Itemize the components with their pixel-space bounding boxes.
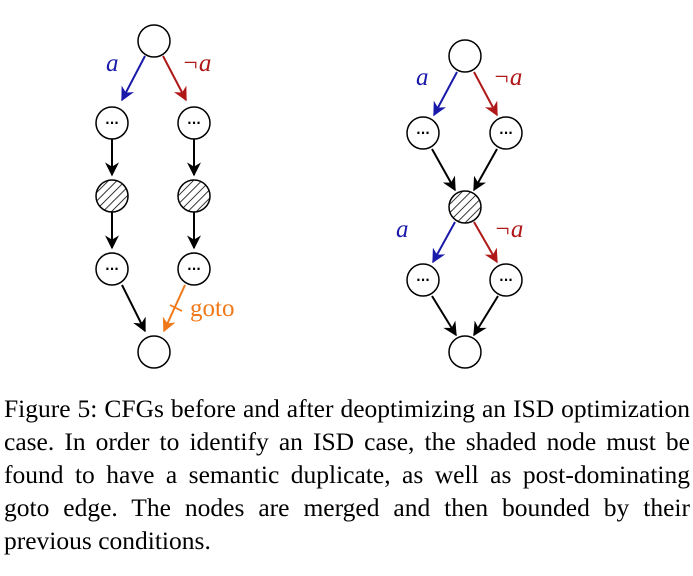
right-node-2: [489, 116, 523, 150]
right-node-3: [406, 263, 440, 297]
node-ellipsis: ···: [187, 262, 201, 276]
left-label-goto: goto: [190, 295, 234, 322]
right-edge: [473, 148, 498, 192]
left-edge-not-a: [162, 55, 187, 102]
right-edge-a-top: [433, 71, 458, 117]
right-label-not-a-top: ¬a: [493, 64, 522, 91]
left-node-2: [177, 106, 211, 140]
node-ellipsis: ···: [187, 116, 201, 130]
left-edge: [121, 284, 146, 333]
left-label-a: a: [106, 50, 119, 77]
left-exit-node: [137, 335, 171, 369]
left-cfg: ··· ··· ··· ··· a ¬a goto: [95, 24, 234, 369]
left-edge-a: [121, 55, 146, 102]
caption-label: Figure 5:: [4, 394, 98, 423]
left-shaded-node-1: [95, 179, 129, 213]
cfg-figure: ··· ··· ··· ··· a ¬a goto ··· ··· ··· ··…: [95, 24, 523, 369]
right-edge-a-mid: [432, 221, 456, 264]
node-ellipsis: ···: [499, 273, 513, 287]
left-entry-node: [137, 24, 171, 58]
node-ellipsis: ···: [105, 116, 119, 130]
right-cfg: ··· ··· ··· ··· a ¬a a ¬a: [396, 39, 523, 369]
left-label-not-a: ¬a: [182, 50, 211, 77]
right-merged-shaded-node: [448, 190, 482, 224]
left-shaded-node-2: [177, 179, 211, 213]
right-exit-node: [448, 335, 482, 369]
node-ellipsis: ···: [416, 273, 430, 287]
figure-caption: Figure 5: CFGs before and after deoptimi…: [4, 392, 690, 557]
node-ellipsis: ···: [105, 262, 119, 276]
right-edge: [473, 295, 499, 337]
right-edge: [431, 148, 456, 192]
node-ellipsis: ···: [416, 126, 430, 140]
right-edge-not-a-top: [473, 71, 498, 117]
left-node-4: [177, 252, 211, 286]
caption-text: CFGs before and after deoptimizing an IS…: [4, 394, 690, 555]
right-edge: [431, 295, 457, 337]
node-ellipsis: ···: [499, 126, 513, 140]
right-node-4: [489, 263, 523, 297]
right-edge-not-a-mid: [473, 221, 498, 264]
right-label-not-a-mid: ¬a: [494, 216, 523, 243]
right-label-a-mid: a: [396, 216, 409, 243]
right-label-a-top: a: [416, 64, 429, 91]
goto-tick: [169, 304, 183, 312]
left-node-1: [95, 106, 129, 140]
right-entry-node: [448, 39, 482, 73]
right-node-1: [406, 116, 440, 150]
left-node-3: [95, 252, 129, 286]
